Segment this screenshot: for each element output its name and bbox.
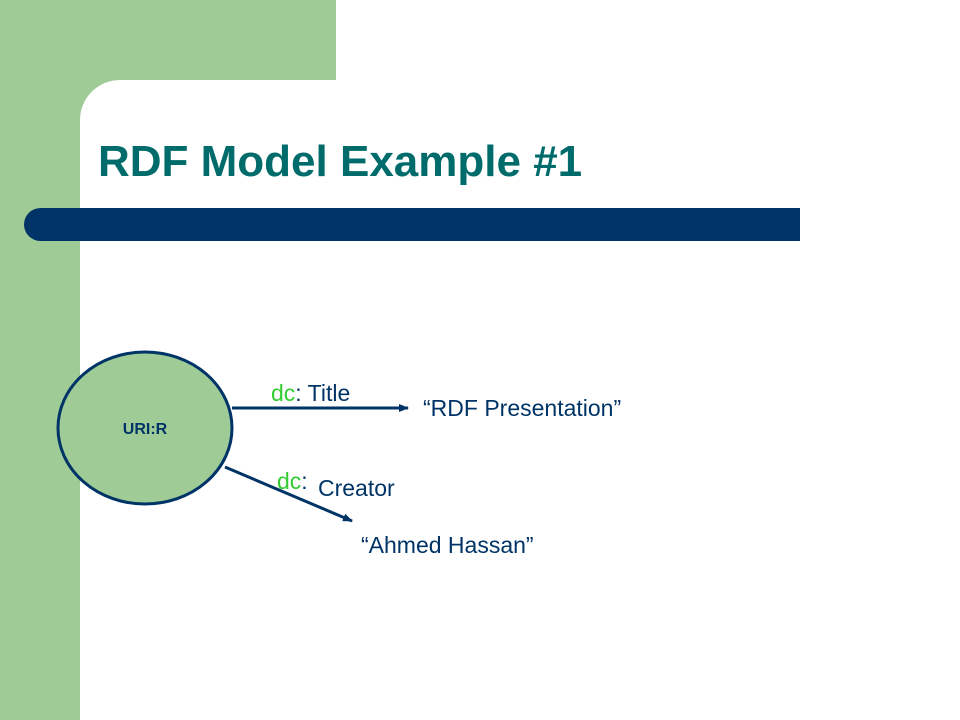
resource-node <box>56 350 234 506</box>
slide-title: RDF Model Example #1 <box>98 137 583 186</box>
creator-property-prefix-label: dc: <box>277 468 308 494</box>
title-property-label: dc: Title <box>271 380 350 406</box>
creator-property-arrow <box>224 465 353 523</box>
title-literal: “RDF Presentation” <box>423 395 621 421</box>
title-property-name: Title <box>308 380 351 406</box>
title-underline-bar <box>24 208 800 241</box>
creator-literal: “Ahmed Hassan” <box>361 532 534 558</box>
creator-property-name: Creator <box>318 475 395 501</box>
creator-property-prefix: dc <box>277 468 301 494</box>
creator-property-separator: : <box>301 468 307 494</box>
resource-node-label: URI:R <box>123 421 168 438</box>
title-property-prefix: dc <box>271 380 295 406</box>
title-property-separator: : <box>295 380 307 406</box>
